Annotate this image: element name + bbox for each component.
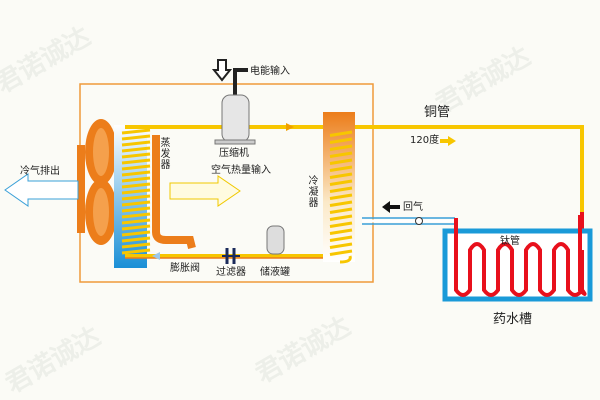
coil-turn bbox=[121, 152, 151, 159]
coil-turn bbox=[329, 214, 353, 221]
heat-arrow-icon bbox=[440, 139, 449, 143]
coil-turn bbox=[329, 172, 353, 179]
coil-turn bbox=[329, 165, 353, 172]
cold-air-out-label: 冷气排出 bbox=[20, 166, 60, 177]
coil-turn bbox=[329, 228, 353, 235]
coil-turn bbox=[329, 249, 353, 256]
coil-turn bbox=[329, 235, 353, 242]
coil-turn bbox=[329, 221, 353, 228]
coil-turn bbox=[121, 140, 151, 147]
coil-turn bbox=[329, 242, 353, 249]
filter bbox=[222, 248, 240, 264]
coil-turn bbox=[121, 242, 151, 249]
coil-turn bbox=[329, 144, 353, 151]
coil-turn bbox=[121, 212, 151, 219]
titanium-pipe-label: 钛管 bbox=[500, 236, 520, 247]
coil-turn bbox=[121, 176, 151, 183]
coil-turn bbox=[121, 134, 151, 141]
coil-turn bbox=[121, 188, 151, 195]
coil-turn bbox=[329, 130, 353, 137]
return-pipe bbox=[362, 217, 455, 225]
evaporator-header bbox=[152, 135, 196, 249]
titanium-coil bbox=[454, 215, 587, 297]
return-arrow-icon bbox=[382, 201, 400, 213]
power-input-label: 电能输入 bbox=[250, 66, 290, 77]
evaporator-coil bbox=[121, 128, 151, 255]
coil-turn bbox=[121, 206, 151, 213]
coil-turn bbox=[121, 248, 151, 255]
flow-arrow bbox=[152, 252, 160, 260]
condenser-coil bbox=[329, 130, 353, 256]
tank-label: 药水槽 bbox=[493, 312, 533, 327]
heat-arrow-icon bbox=[448, 136, 456, 146]
coil-turn bbox=[329, 193, 353, 200]
condenser-label: 冷凝器 bbox=[308, 176, 319, 209]
coil-turn bbox=[329, 207, 353, 214]
receiver-label: 储液罐 bbox=[260, 267, 290, 278]
fan bbox=[77, 119, 117, 245]
filter-label: 过滤器 bbox=[216, 267, 246, 278]
air-heat-input-label: 空气热量输入 bbox=[211, 165, 271, 176]
flow-arrow bbox=[286, 123, 294, 131]
coil-turn bbox=[121, 146, 151, 153]
temperature-label: 120度 bbox=[410, 135, 440, 146]
copper-pipe-label: 铜管 bbox=[424, 105, 451, 120]
coil-turn bbox=[121, 230, 151, 237]
coil-turn bbox=[121, 182, 151, 189]
coil-turn bbox=[121, 224, 151, 231]
coil-turn bbox=[121, 164, 151, 171]
coil-turn bbox=[121, 200, 151, 207]
coil-turn bbox=[121, 236, 151, 243]
evaporator-label: 蒸发器 bbox=[160, 138, 171, 171]
power-arrow-icon bbox=[211, 59, 233, 82]
coil-turn bbox=[329, 137, 353, 144]
compressor-label: 压缩机 bbox=[219, 148, 249, 159]
coil-turn bbox=[329, 179, 353, 186]
coil-turn bbox=[329, 158, 353, 165]
cold-air-arrow bbox=[4, 173, 79, 207]
coil-turn bbox=[121, 218, 151, 225]
receiver-tank bbox=[266, 225, 285, 255]
air-heat-arrow bbox=[169, 175, 241, 207]
return-gas-label: 回气 bbox=[403, 202, 423, 213]
power-line bbox=[233, 68, 248, 100]
coil-turn bbox=[329, 186, 353, 193]
coil-turn bbox=[121, 194, 151, 201]
hot-pipe bbox=[125, 125, 584, 215]
compressor bbox=[221, 94, 250, 143]
coil-turn bbox=[329, 200, 353, 207]
expansion-valve-label: 膨胀阀 bbox=[170, 263, 200, 274]
coil-turn bbox=[329, 151, 353, 158]
coil-turn bbox=[121, 170, 151, 177]
coil-turn bbox=[121, 158, 151, 165]
coil-turn bbox=[121, 128, 151, 135]
